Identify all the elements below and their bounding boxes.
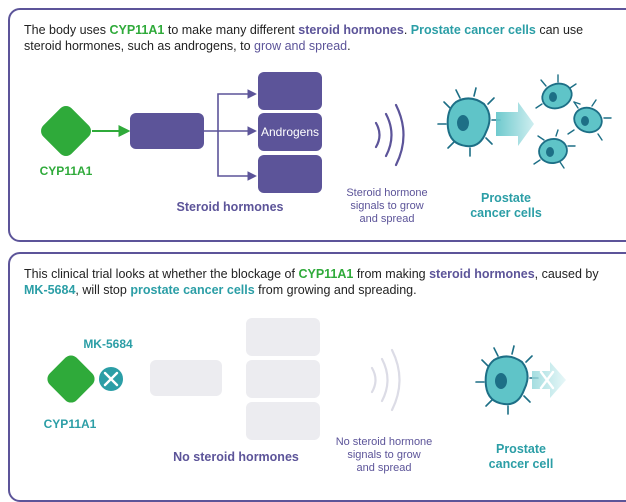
no-steroid-hormones-label: No steroid hormones [173,450,299,464]
blocked-growth-arrow [532,362,566,398]
block-x-icon [97,365,125,393]
blocked-growth-x-icon [539,370,555,390]
faded-hormone-box-bottom [246,402,320,440]
faded-signal-waves-icon [370,348,401,412]
branch-arrow-top [204,89,257,132]
signal-text-line-1: Steroid hormone [346,187,427,199]
no-signal-text-line-3: and spread [356,462,411,474]
diagram-canvas: CYP11A1 Androgens Steroid hormones Stero… [40,72,612,474]
steroid-hormone-box [130,113,204,149]
faded-steroid-box [150,360,222,396]
top-enzyme-label: CYP11A1 [40,164,93,178]
cyp11a1-enzyme-shape [41,106,91,156]
drug-label: MK-5684 [83,337,133,351]
cancer-cell-icon [437,87,501,157]
hormone-box-top [258,72,322,110]
no-signal-text-line-1: No steroid hormone [336,436,433,448]
androgens-label: Androgens [261,125,319,139]
spreading-cells-icon [533,74,612,169]
steroid-hormones-label: Steroid hormones [177,200,284,214]
single-cancer-cell-icon [475,345,539,415]
bottom-enzyme-label: CYP11A1 [44,417,97,431]
faded-hormone-box-middle [246,360,320,398]
signal-text-line-3: and spread [359,213,414,225]
hormone-box-bottom [258,155,322,193]
blocked-enzyme-shape [47,355,95,403]
no-signal-text-line-2: signals to grow [347,449,420,461]
bottom-cell-label-line-1: Prostate [496,442,546,456]
growth-arrow [496,102,534,146]
bottom-intro-text: This clinical trial looks at whether the… [24,267,599,297]
top-cells-label-line-1: Prostate [481,191,531,205]
signal-text-line-2: signals to grow [350,200,423,212]
top-intro-text: The body uses CYP11A1 to make many diffe… [24,23,584,53]
bottom-cell-label-line-2: cancer cell [489,457,554,471]
top-cells-label-line-2: cancer cells [470,206,542,220]
branch-arrow-bottom [217,131,257,181]
hormone-box-androgens [258,113,322,151]
faded-hormone-box-top [246,318,320,356]
signal-waves-icon [374,103,405,167]
